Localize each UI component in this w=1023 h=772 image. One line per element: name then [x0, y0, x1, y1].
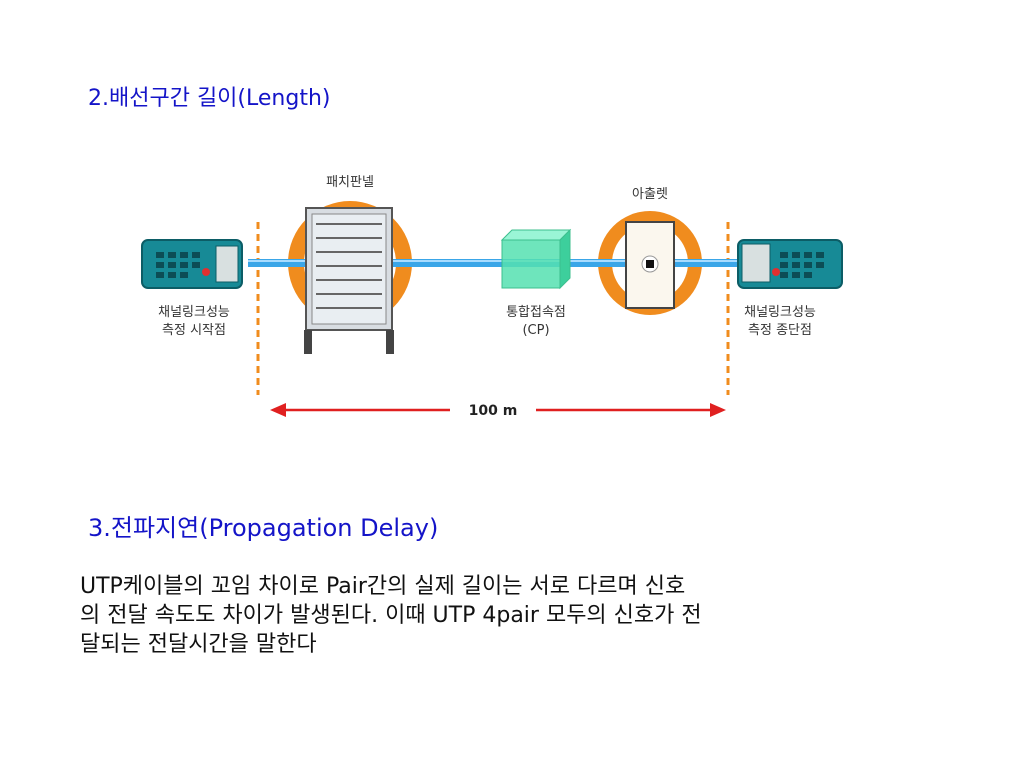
label-start-line1: 채널링크성능: [158, 305, 230, 320]
cabling-length-diagram: 패치판넬 아출렛 채널링크성능 측정 시작점 통합접속점 (CP) 채널링크성능…: [141, 175, 843, 419]
cp-box: [500, 228, 572, 290]
description-line-2: 의 전달 속도도 차이가 발생된다. 이때 UTP 4pair 모두의 신호가 …: [80, 603, 702, 628]
patch-panel-rack: [304, 207, 394, 354]
label-cp-line2: (CP): [522, 323, 549, 338]
start-tester-device: [141, 239, 243, 289]
label-distance: 100 m: [469, 403, 518, 419]
delay-description: UTP케이블의 꼬임 차이로 Pair간의 실제 길이는 서로 다르며 신호 의…: [80, 572, 880, 659]
label-patch-panel: 패치판넬: [326, 175, 374, 190]
distance-arrow: [270, 403, 726, 417]
label-start-line2: 측정 시작점: [162, 323, 226, 338]
cable: [248, 259, 748, 267]
label-outlet: 아출렛: [632, 187, 668, 202]
outlet-plate: [625, 221, 675, 309]
cable-highlight: [248, 260, 748, 262]
end-tester-device: [737, 239, 843, 289]
heading-length: 2.배선구간 길이(Length): [88, 86, 331, 111]
description-line-3: 달되는 전달시간을 말한다: [80, 632, 317, 657]
label-cp-line1: 통합접속점: [506, 305, 566, 320]
description-line-1: UTP케이블의 꼬임 차이로 Pair간의 실제 길이는 서로 다르며 신호: [80, 574, 686, 599]
heading-propagation-delay: 3.전파지연(Propagation Delay): [88, 514, 439, 542]
label-end-line2: 측정 종단점: [748, 323, 812, 338]
label-end-line1: 채널링크성능: [744, 305, 816, 320]
